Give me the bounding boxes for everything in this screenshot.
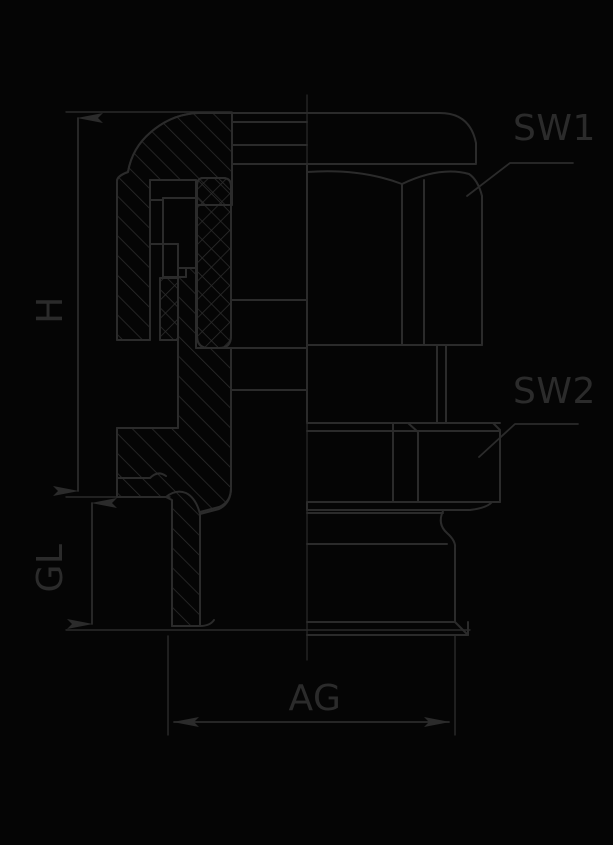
threaded-shank xyxy=(306,510,469,636)
cap-notch-detail xyxy=(116,472,167,479)
dimension-GL xyxy=(65,498,471,631)
hex-body-sw1 xyxy=(231,112,483,346)
dimension-H xyxy=(53,111,233,498)
callout-leader-sw1 xyxy=(466,162,574,197)
dimension-AG xyxy=(167,635,456,736)
hex-lock-nut-sw2 xyxy=(306,422,501,511)
spacer-strip xyxy=(159,277,179,341)
clamping-ring-upper xyxy=(149,197,197,278)
cap-nut-section xyxy=(116,112,308,341)
dimension-label-gl: GL xyxy=(30,544,71,593)
callout-label-sw1: SW1 xyxy=(513,108,596,149)
callout-leader-sw2 xyxy=(478,423,579,458)
sealing-insert xyxy=(196,177,232,349)
dimension-label-ag: AG xyxy=(289,678,342,719)
callout-label-sw2: SW2 xyxy=(513,371,596,412)
clamp-inner-lines xyxy=(230,299,308,391)
dimension-label-h: H xyxy=(30,296,71,324)
body-neck xyxy=(306,344,447,423)
